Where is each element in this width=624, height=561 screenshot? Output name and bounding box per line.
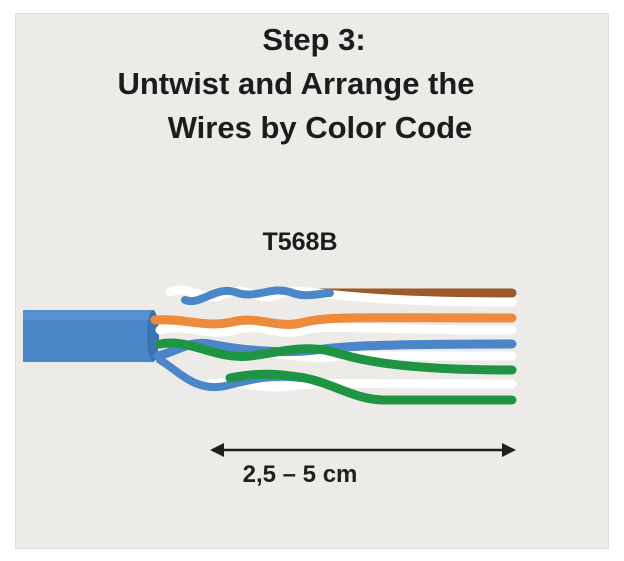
- wire-white-orange: [155, 322, 517, 337]
- measurement-label: 2,5 – 5 cm: [242, 461, 358, 488]
- step-card: [15, 13, 609, 549]
- title-line-3: Wires by Color Code: [167, 110, 473, 145]
- wire-white-green: [205, 378, 517, 392]
- step-title: Step 3: Untwist and Arrange the Wires by…: [0, 18, 600, 150]
- cable-jacket: [23, 310, 159, 362]
- wire-orange: [150, 313, 517, 329]
- title-line-2: Untwist and Arrange the: [117, 66, 475, 101]
- measurement-arrow: [210, 443, 516, 457]
- wire-blue-twist: [181, 286, 334, 306]
- wire-green-lower: [225, 369, 517, 405]
- wire-green: [155, 338, 517, 375]
- arrowhead-right-icon: [502, 443, 516, 457]
- arrowhead-left-icon: [210, 443, 224, 457]
- title-line-1: Step 3:: [262, 22, 366, 57]
- wiring-standard-label: T568B: [262, 228, 338, 256]
